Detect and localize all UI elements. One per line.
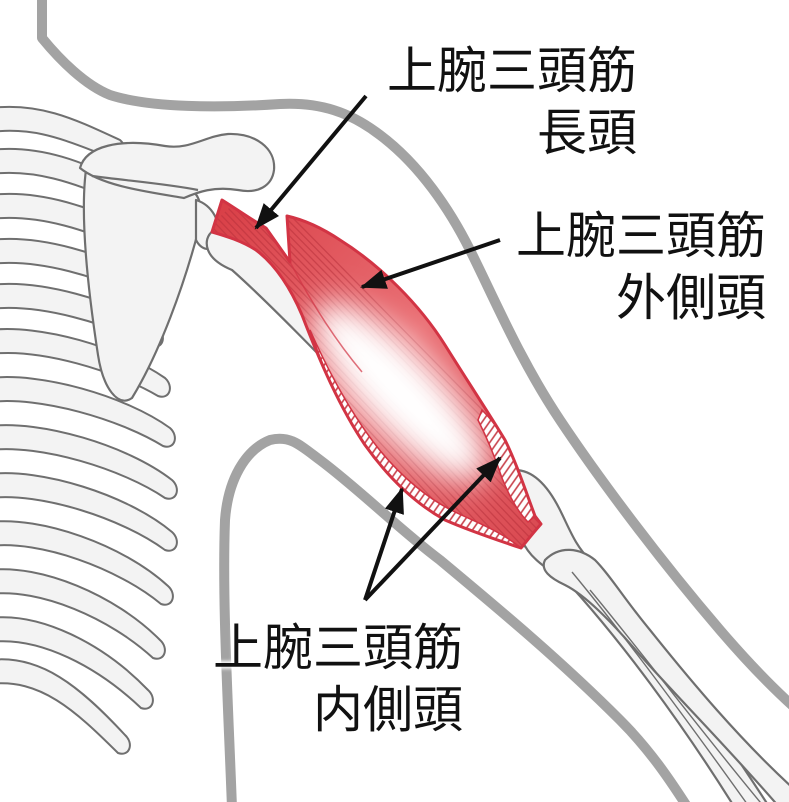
arrow-medial-head-right (363, 456, 502, 602)
arrow-long-head (254, 94, 368, 230)
label-lateral-head-line2: 外側頭 (616, 269, 766, 327)
head-division-line (289, 261, 363, 373)
muscle-highlight-group (313, 302, 487, 482)
label-long-head: 上腕三頭筋 長頭 (370, 40, 637, 164)
label-medial-head-line1: 上腕三頭筋 (213, 619, 463, 677)
muscle-highlight (313, 302, 487, 482)
forearm (509, 468, 789, 802)
muscle-outline (210, 198, 543, 550)
label-long-head-line2: 長頭 (537, 104, 637, 162)
rib (0, 616, 154, 710)
rib (0, 424, 178, 500)
rib (0, 376, 176, 448)
forearm-tendon (571, 571, 747, 802)
rib (0, 520, 174, 606)
rib (0, 472, 178, 552)
label-medial-head: 上腕三頭筋 内側頭 (200, 617, 463, 741)
label-long-head-line1: 上腕三頭筋 (387, 42, 637, 100)
rib (0, 658, 131, 755)
arrow-lateral-head (360, 238, 501, 289)
forearm-tendon (589, 589, 761, 802)
label-medial-head-line2: 内側頭 (313, 681, 463, 739)
label-lateral-head-line1: 上腕三頭筋 (516, 207, 766, 265)
shoulder-outer-arm-contour (37, 0, 789, 710)
rib (0, 568, 166, 660)
body-outline (37, 0, 789, 802)
scapula-spine-ridge (91, 174, 199, 192)
scapula (78, 132, 276, 402)
label-lateral-head: 上腕三頭筋 外側頭 (500, 205, 766, 329)
arrow-medial-head-left (363, 487, 404, 601)
scapula-spine-acromion (78, 132, 276, 200)
inner-arm-contour (219, 433, 691, 802)
leader-arrows (254, 94, 502, 602)
